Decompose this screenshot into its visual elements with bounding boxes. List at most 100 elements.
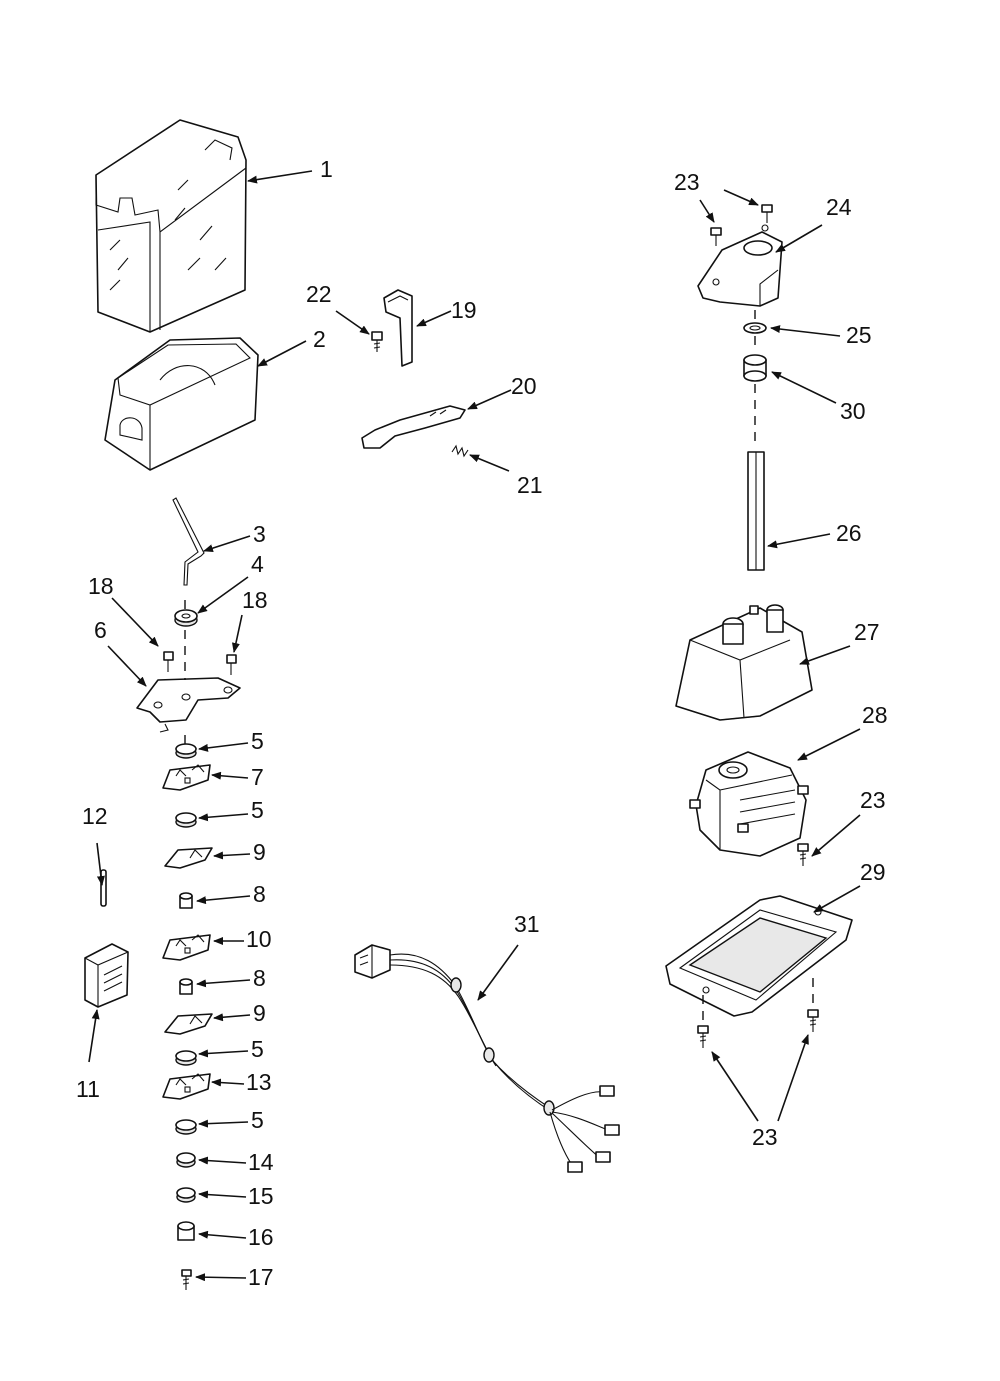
callout-4: 4 (251, 551, 264, 577)
leader-line-c-26 (767, 533, 831, 549)
callout-24: 24 (826, 194, 852, 220)
part-23-bottom-screws (697, 978, 819, 1048)
callout-5c: 5 (251, 1036, 264, 1062)
part-11-block (84, 943, 129, 1008)
part-6-bracket (136, 677, 241, 733)
leader-line-c-6 (107, 645, 147, 687)
callout-labels: 1234181865759810895135141516171211221920… (76, 156, 888, 1290)
leader-line-c-17 (195, 1273, 247, 1282)
callout-13: 13 (246, 1069, 272, 1095)
callout-18b: 18 (242, 587, 268, 613)
part-23-top-screws (710, 204, 773, 246)
callout-5a: 5 (251, 728, 264, 754)
callout-5d: 5 (251, 1107, 264, 1133)
callout-31: 31 (514, 911, 540, 937)
leader-line-c-14 (198, 1156, 247, 1165)
callout-8a: 8 (253, 881, 266, 907)
leader-line-c-3 (203, 535, 251, 553)
part-25-washer (743, 322, 767, 334)
part-24-mounting-plate (697, 224, 783, 307)
callout-23b: 23 (860, 787, 886, 813)
part-3-rod (172, 497, 205, 586)
leader-line-c-19 (416, 310, 452, 327)
part-30-bushing (743, 354, 767, 382)
callout-22: 22 (306, 281, 332, 307)
callout-27: 27 (854, 619, 880, 645)
callout-30: 30 (840, 398, 866, 424)
callout-9b: 9 (253, 1000, 266, 1026)
part-27-motor-cover (675, 604, 813, 721)
callout-12: 12 (82, 803, 108, 829)
part-2-ice-bin (104, 337, 259, 471)
leader-line-c-2 (257, 340, 307, 367)
leader-line-c-23c-1 (711, 1051, 759, 1122)
part-23-motor-screw (797, 843, 809, 866)
callout-7: 7 (251, 764, 264, 790)
leader-line-c-21 (469, 454, 510, 472)
callout-6: 6 (94, 617, 107, 643)
leader-line-c-24 (775, 224, 823, 253)
leader-line-c-8b (196, 979, 251, 988)
part-26-shaft (747, 310, 765, 571)
callout-20: 20 (511, 373, 537, 399)
callout-16: 16 (248, 1224, 274, 1250)
leader-line-c-20 (467, 389, 512, 410)
callout-28: 28 (862, 702, 888, 728)
callout-23c: 23 (752, 1124, 778, 1150)
callout-11: 11 (76, 1076, 100, 1102)
part-12-pin (100, 869, 107, 907)
leader-line-c-28 (797, 728, 861, 761)
part-22-screw (371, 331, 383, 352)
leader-line-c-9b (213, 1013, 251, 1022)
leader-line-c-11 (88, 1009, 100, 1063)
callout-10: 10 (246, 926, 272, 952)
leader-line-c-5b (198, 813, 249, 822)
auger-stack (162, 600, 213, 1290)
leader-line-c-23c-2 (777, 1034, 809, 1122)
part-28-motor (689, 751, 809, 857)
callout-19: 19 (451, 297, 477, 323)
part-31-wire-harness (354, 944, 620, 1173)
leader-line-c-1 (247, 170, 313, 184)
callout-21: 21 (517, 472, 543, 498)
leader-line-c-29 (813, 885, 861, 913)
callout-26: 26 (836, 520, 862, 546)
leader-line-c-18b (231, 614, 243, 653)
leader-line-c-23a-1 (699, 199, 715, 223)
callout-23a: 23 (674, 169, 700, 195)
leader-line-c-8a (196, 895, 251, 905)
leader-line-c-12 (96, 842, 105, 886)
leader-line-c-23b (811, 814, 861, 857)
callout-2: 2 (313, 326, 326, 352)
part-19-clip (383, 289, 413, 367)
leader-line-c-15 (198, 1190, 247, 1199)
leader-line-c-5d (198, 1119, 249, 1128)
leader-lines (88, 170, 861, 1282)
leader-line-c-13 (211, 1078, 245, 1087)
callout-1: 1 (320, 156, 333, 182)
callout-18a: 18 (88, 573, 114, 599)
callout-25: 25 (846, 322, 872, 348)
part-4-washer (174, 609, 198, 627)
leader-line-c-25 (770, 325, 841, 337)
callout-9a: 9 (253, 839, 266, 865)
leader-line-c-31 (477, 944, 519, 1001)
leader-line-c-22 (335, 310, 370, 335)
part-21-spring (451, 444, 469, 458)
part-20-lever (361, 405, 466, 449)
callout-29: 29 (860, 859, 886, 885)
leader-line-c-16 (198, 1230, 247, 1239)
leader-line-c-23a-2 (723, 189, 759, 206)
part-1-bin-cover (95, 119, 247, 333)
callout-15: 15 (248, 1183, 274, 1209)
leader-line-c-4 (197, 576, 249, 614)
leader-line-c-27 (799, 645, 851, 665)
callout-8b: 8 (253, 965, 266, 991)
callout-5b: 5 (251, 797, 264, 823)
callout-17: 17 (248, 1264, 274, 1290)
callout-3: 3 (253, 521, 266, 547)
part-18-screws (163, 651, 237, 675)
leader-line-c-18a (111, 597, 159, 647)
